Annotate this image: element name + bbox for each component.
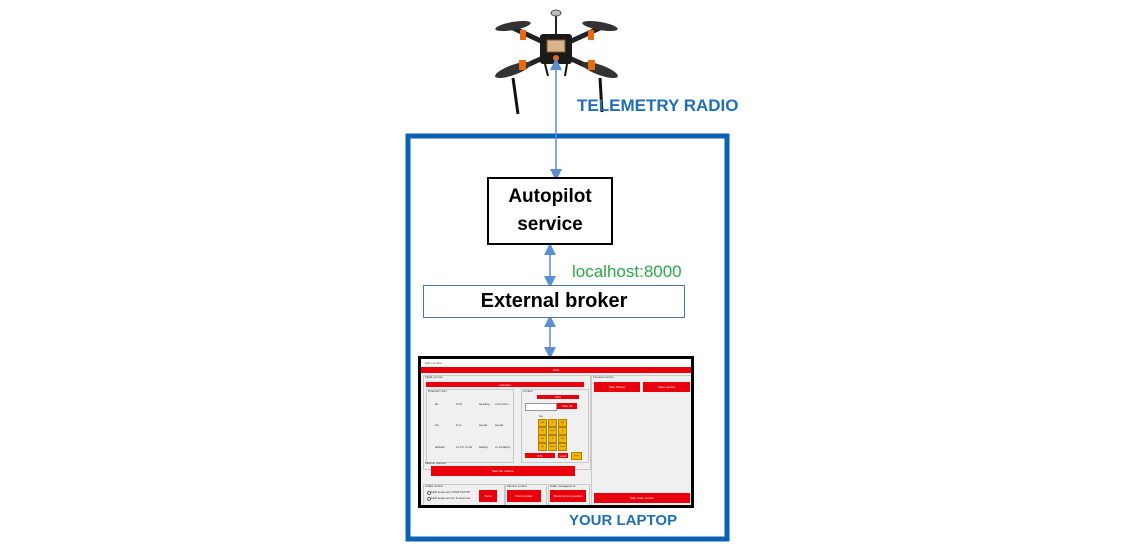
- send-button[interactable]: Send: [479, 490, 497, 502]
- mission-planner-label: Mission planner: [425, 461, 447, 465]
- telemetry-cell: speed: [479, 423, 488, 427]
- telemetry-cell: xxxx.0 km: [495, 402, 509, 406]
- keypad-tile[interactable]: W: [538, 427, 547, 435]
- telemetry-cell: lon: [435, 423, 440, 427]
- keypad-tile[interactable]: N: [548, 419, 557, 427]
- video-stream-button[interactable]: Video stream: [643, 382, 690, 392]
- drop-button[interactable]: Drop: [571, 452, 582, 460]
- telemetry-cell: lat: [435, 402, 439, 406]
- camera-pane: [591, 375, 691, 505]
- arm-button[interactable]: Arm: [537, 395, 579, 399]
- telemetry-cell: altitude: [435, 445, 445, 449]
- telemetry-cell: speed: [495, 423, 504, 427]
- keypad-tile[interactable]: Land: [558, 443, 567, 451]
- window-title: Main window: [421, 359, 691, 367]
- your-laptop-label: YOUR LAPTOP: [569, 512, 678, 529]
- lora-option-2: LED sequence for N seconds: [431, 496, 471, 500]
- telemetry-info-label: Telemetry info: [428, 389, 447, 393]
- lora-control-label: LORA control: [425, 484, 443, 488]
- connect-button[interactable]: Connect: [426, 382, 584, 387]
- telemetry-cell: heading: [479, 402, 490, 406]
- telemetry-cell: xx.0 battery: [495, 445, 511, 449]
- show-position-button[interactable]: Show current position: [550, 490, 586, 502]
- keypad-tile[interactable]: Down: [548, 443, 557, 451]
- camera-control-label: Camera control: [593, 375, 614, 379]
- keypad-label: Go: [539, 414, 544, 418]
- laptop-frame: [405, 133, 730, 542]
- keypad-tile[interactable]: S: [548, 435, 557, 443]
- start-monitor-button[interactable]: Start monitor: [507, 490, 541, 502]
- telemetry-info-pane: [426, 389, 514, 463]
- menu-bar: Main: [421, 367, 691, 373]
- autopilot-label: Autopilot: [508, 186, 592, 207]
- telemetry-radio-label: TELEMETRY RADIO: [577, 96, 739, 115]
- keypad-tile[interactable]: NW: [538, 419, 547, 427]
- control-label: Control: [523, 389, 533, 393]
- autopilot-service-box: Autopilot service: [487, 177, 613, 245]
- service-label: service: [517, 214, 583, 235]
- altitude-input[interactable]: [525, 403, 557, 411]
- lora-pane: [423, 484, 505, 505]
- keypad-tile[interactable]: SE: [558, 435, 567, 443]
- state-management-label: State management: [550, 484, 576, 488]
- localhost-label: localhost:8000: [572, 262, 682, 281]
- start-mission-button[interactable]: Start the mission: [431, 466, 575, 476]
- telemetry-cell: xx.0 h 0 m/s: [456, 445, 473, 449]
- monitor-control-label: Monitor control: [507, 484, 527, 488]
- keypad-tile[interactable]: NE: [558, 419, 567, 427]
- telemetry-cell: 0.xx: [456, 423, 462, 427]
- keypad-tile[interactable]: Stop: [548, 427, 557, 435]
- external-broker-label: External broker: [480, 290, 628, 312]
- control-pane: [521, 389, 589, 463]
- keypad-tile[interactable]: Up: [538, 443, 547, 451]
- flight-control-label: Flight control: [425, 375, 443, 379]
- keypad-tile[interactable]: E: [558, 427, 567, 435]
- lora-option-1: LED sequence START/STOP: [431, 490, 471, 494]
- lora-radio-1[interactable]: [427, 491, 431, 495]
- take-picture-button[interactable]: Take Picture: [594, 382, 640, 392]
- drone-icon: [495, 9, 618, 115]
- takeoff-button[interactable]: Take off: [557, 403, 577, 409]
- telemetry-cell: 0.c0: [456, 402, 462, 406]
- telemetry-cell: battery: [479, 445, 489, 449]
- monitor-pane: [505, 484, 547, 505]
- laptop-screenshot: Main window Main Flight control Connect …: [418, 356, 694, 508]
- external-broker-box: External broker: [423, 285, 685, 318]
- rtl-button[interactable]: RTL: [525, 453, 555, 458]
- lora-radio-2[interactable]: [427, 497, 431, 501]
- land-button[interactable]: Land: [558, 453, 568, 458]
- state-pane: [548, 484, 590, 505]
- start-video-button[interactable]: Start video stream: [594, 493, 690, 503]
- keypad-tile[interactable]: SW: [538, 435, 547, 443]
